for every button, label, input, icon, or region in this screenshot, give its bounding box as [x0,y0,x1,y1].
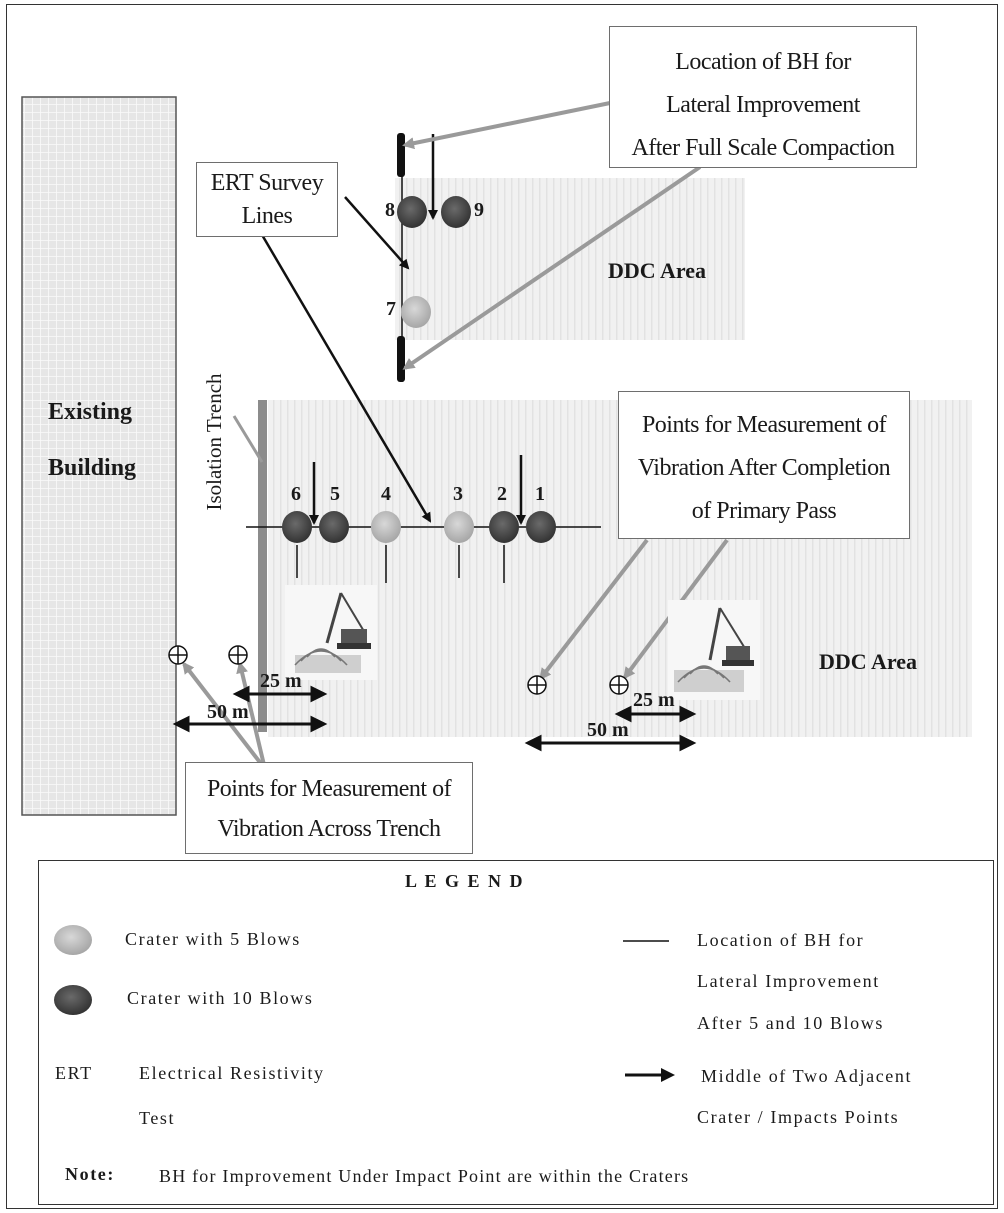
legend-note-text: BH for Improvement Under Impact Point ar… [159,1166,690,1186]
legend-box: L E G E N D Crater with 5 Blows Crater w… [38,860,994,1205]
crater-9 [441,196,471,228]
callout-ert-survey: ERT Survey Lines [196,162,338,237]
legend-crater-10-label: Crater with 10 Blows [127,988,314,1008]
distance-right-50: 50 m [587,719,629,741]
legend-bh-line3: After 5 and 10 Blows [697,1013,884,1033]
bh-callout-line-1 [402,101,611,150]
vib-point-1 [168,645,188,665]
crater-4 [371,511,401,543]
crane-icon-right [668,600,760,700]
vib-point-2 [228,645,248,665]
legend-arrow-line1: Middle of Two Adjacent [701,1066,913,1086]
legend-crater-5-label: Crater with 5 Blows [125,929,301,949]
crater-number-9: 9 [474,199,484,221]
callout-vib-primary-line2: Vibration After Completion [637,455,891,481]
callout-vib-trench-line2: Vibration Across Trench [217,816,441,842]
callout-vibration-trench: Points for Measurement of Vibration Acro… [185,762,473,854]
callout-bh-full-line3: After Full Scale Compaction [631,135,895,161]
crater-number-4: 4 [381,483,391,505]
crater-5 [319,511,349,543]
callout-vib-primary-line3: of Primary Pass [691,498,837,524]
legend-note-label: Note: [65,1164,115,1184]
building-label-line2: Building [48,455,137,481]
crater-2 [489,511,519,543]
legend-arrow-line2: Crater / Impacts Points [697,1107,900,1127]
vib-trench-arrow-1 [182,661,264,767]
crater-3 [444,511,474,543]
ddc-area-lower-label: DDC Area [819,649,917,674]
callout-bh-full-scale: Location of BH for Lateral Improvement A… [609,26,917,168]
vib-primary-arrow-1 [539,538,649,681]
isolation-trench [258,400,267,732]
crater-number-8: 8 [385,199,395,221]
legend-bh-line-icon [623,940,669,942]
distance-left-25: 25 m [260,670,302,692]
distance-left-50: 50 m [207,701,249,723]
legend-dark-crater-icon [54,985,92,1015]
existing-building [21,96,177,816]
ert-arrow-2 [256,227,432,523]
crater-number-6: 6 [291,483,301,505]
callout-bh-full-line2: Lateral Improvement [666,92,860,118]
building-label-line1: Existing [48,399,133,425]
callout-ert-line2: Lines [241,203,293,229]
crater-7 [401,296,431,328]
legend-ert-abbr: ERT [55,1063,93,1083]
crater-number-7: 7 [386,298,396,320]
crater-8 [397,196,427,228]
bh-lines [296,545,505,583]
legend-bh-line2: Lateral Improvement [697,971,880,991]
vib-point-4 [609,675,629,695]
bh-marker-bottom [397,336,405,382]
bh-marker-top [397,133,405,177]
legend-ert-line2: Test [139,1108,176,1128]
isolation-trench-label: Isolation Trench [202,373,226,511]
callout-vib-trench-line1: Points for Measurement of [206,776,452,802]
crater-number-1: 1 [535,483,545,505]
crater-6 [282,511,312,543]
callout-vibration-primary: Points for Measurement of Vibration Afte… [618,391,910,539]
dimension-arrows [172,685,697,752]
ddc-area-upper-label: DDC Area [608,258,706,283]
legend-title: L E G E N D [405,871,525,891]
bh-callout-line-2 [402,165,702,370]
legend-ert-line1: Electrical Resistivity [139,1063,325,1083]
crane-icon-left [285,585,377,680]
callout-vib-primary-line1: Points for Measurement of [641,412,887,438]
callout-bh-full-line1: Location of BH for [675,49,851,75]
craters [282,196,556,543]
crater-number-2: 2 [497,483,507,505]
building-label: Existing Building [48,384,136,496]
crater-1 [526,511,556,543]
vib-point-3 [527,675,547,695]
legend-light-crater-icon [54,925,92,955]
ert-arrow-1 [344,196,410,270]
crater-number-5: 5 [330,483,340,505]
distance-right-25: 25 m [633,689,675,711]
vib-trench-arrow-2 [236,661,266,766]
callout-ert-line1: ERT Survey [210,170,324,196]
legend-bh-line1: Location of BH for [697,930,865,950]
trench-pointer [232,415,264,463]
crater-number-3: 3 [453,483,463,505]
figure-frame [6,4,998,1209]
legend-arrow-icon [625,1068,675,1082]
measurement-points [168,645,629,695]
